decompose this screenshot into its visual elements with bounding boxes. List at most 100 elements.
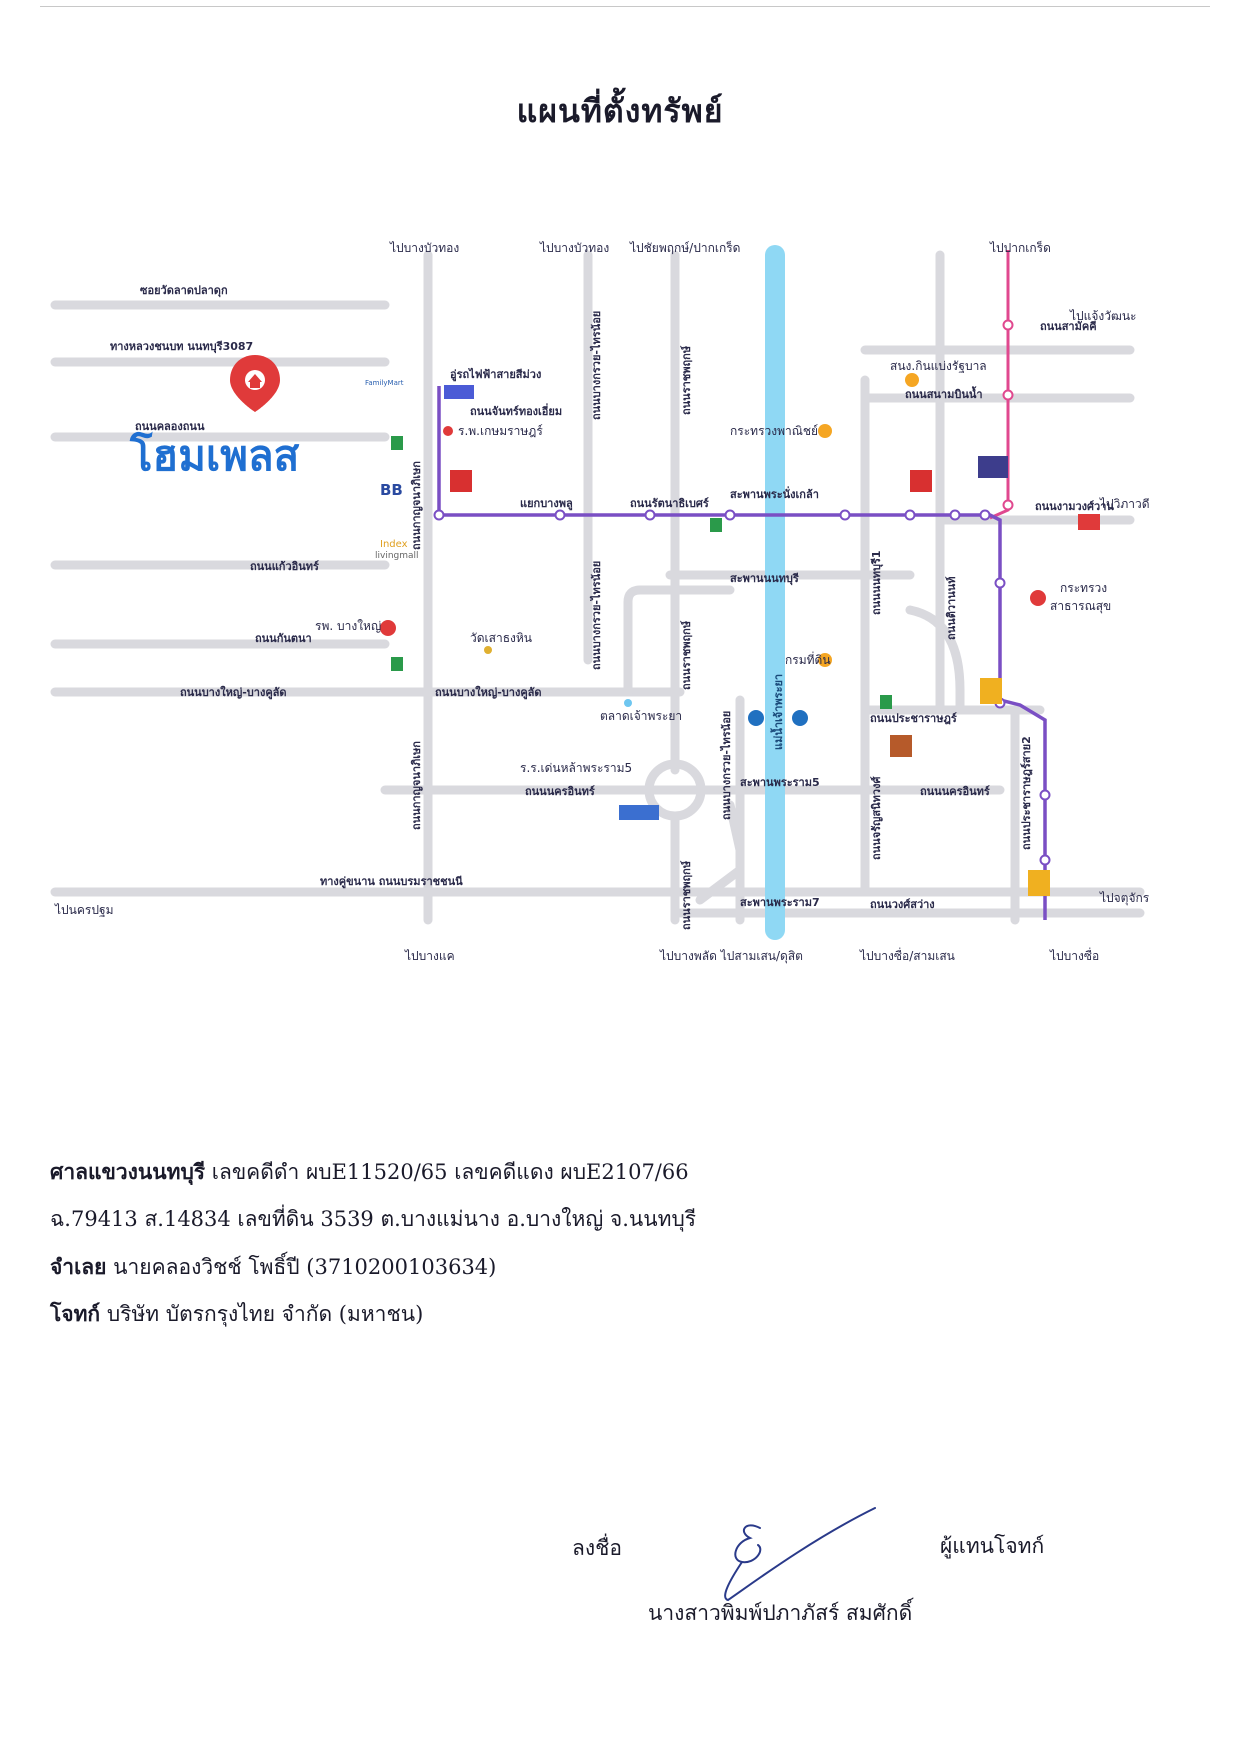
- label-wongsawang: ถนนวงศ์สว่าง: [870, 898, 935, 911]
- road-network: [50, 250, 1145, 925]
- label-vibhavadi: ไปวิภาวดี: [1099, 497, 1150, 511]
- label-pracharat-sai2: ถนนประชาราษฎร์สาย2: [1020, 736, 1033, 850]
- label-highway3087: ทางหลวงชนบท นนทบุรี3087: [110, 340, 253, 354]
- label-rattanathibet: ถนนรัตนาธิเบศร์: [630, 497, 709, 510]
- deed-line: ฉ.79413 ส.14834 เลขที่ดิน 3539 ต.บางแม่น…: [50, 1207, 697, 1231]
- cabinet-icon: [905, 373, 919, 387]
- label-school: ร.ร.เด่นหล้าพระราม5: [520, 761, 632, 775]
- label-ministry-health-1: กระทรวง: [1060, 581, 1107, 595]
- station: [724, 509, 736, 521]
- label-bangkruai-mid: ถนนบางกรวย-ไทรน้อย: [589, 561, 603, 670]
- label-ngamwongwan: ถนนงามวงศ์วาน: [1035, 500, 1114, 513]
- label-index-living: livingmall: [375, 551, 419, 561]
- label-charansanitwong: ถนนจรัญสนิทวงศ์: [870, 776, 883, 860]
- mrt-station-icon: [444, 385, 474, 399]
- central-icon: [450, 470, 472, 492]
- label-nakhon-pathom: ไปนครปฐม: [54, 903, 113, 917]
- station: [949, 509, 961, 521]
- land-dept-icon: [818, 653, 832, 667]
- label-river: แม่น้ำเจ้าพระยา: [770, 674, 785, 750]
- label-bangyai-mid: ถนนบางใหญ่-บางคูลัด: [435, 685, 542, 700]
- label-talat-chao-phraya: ตลาดเจ้าพระยา: [600, 709, 682, 723]
- label-saphan-phra-ram5: สะพานพระราม5: [740, 776, 820, 789]
- place-labels: ร.พ.เกษมราษฎร์ รพ. บางใหญ่ วัดเสาธงหิน ต…: [315, 359, 1111, 775]
- label-kanchanaphisek-top: ถนนกาญจนาภิเษก: [410, 461, 423, 550]
- seven-eleven-icon: [710, 518, 722, 532]
- lotus-icon: [978, 456, 1008, 478]
- brown-building-icon: [890, 735, 912, 757]
- ferry-icon: [792, 710, 808, 726]
- role-label: ผู้แทนโจทก์: [940, 1534, 1045, 1558]
- seven-eleven-icon: [391, 436, 403, 450]
- station: [554, 509, 566, 521]
- hospital-icon: [380, 620, 396, 636]
- page-title: แผนที่ตั้งทรัพย์: [516, 92, 724, 130]
- label-nonthaburi1: ถนนนนทบุรี1: [870, 550, 884, 615]
- label-ministry-commerce: กระทรวงพาณิชย์: [730, 424, 818, 438]
- station: [644, 509, 656, 521]
- station: [1039, 789, 1051, 801]
- label-tiwanon: ถนนติวานนท์: [945, 577, 958, 641]
- court-label: ศาลแขวงนนทบุรี: [50, 1159, 206, 1184]
- label-land-dept: กรมที่ดิน: [785, 651, 831, 667]
- label-chaengwattana: ไปแจ้งวัฒนะ: [1069, 309, 1137, 323]
- label-chatuchak: ไปจตุจักร: [1099, 891, 1150, 906]
- label-bb: BB: [380, 481, 403, 499]
- label-bang-bua-thong-2: ไปบางบัวทอง: [539, 241, 609, 255]
- station: [433, 509, 445, 521]
- label-khlong-thanon: ถนนคลองถนน: [135, 420, 205, 433]
- label-bang-phlat: ไปบางพลัด ไปสามเสน/ดุสิต: [659, 949, 803, 964]
- station: [1002, 319, 1014, 331]
- station: [1002, 499, 1014, 511]
- case-text: เลขคดีดำ ผบE11520/65 เลขคดีแดง ผบE2107/6…: [205, 1160, 689, 1184]
- poi-markers: [380, 373, 1100, 896]
- homepro-icon: [619, 805, 659, 820]
- label-sanambinnam: ถนนสนามบินน้ำ: [905, 386, 983, 401]
- label-pracharat: ถนนประชาราษฎร์: [870, 712, 957, 725]
- plaintiff-text: บริษัท บัตรกรุงไทย จำกัด (มหาชน): [100, 1302, 424, 1326]
- label-ratchaphruek-low: ถนนราชพฤกษ์: [680, 860, 693, 930]
- roundabout: [644, 759, 706, 821]
- label-yaek-bang-phlu: แยกบางพลู: [520, 497, 573, 511]
- edge-labels: ไปบางบัวทอง ไปบางบัวทอง ไปชัยพฤกษ์/ปากเก…: [54, 240, 1150, 964]
- label-bang-khae: ไปบางแค: [404, 949, 455, 963]
- brand-logo: โฮมเพลส: [129, 431, 300, 480]
- top-rule: [40, 6, 1210, 7]
- pink-stations: [1002, 319, 1014, 511]
- label-kanchana: ถนนกันตนา: [255, 632, 312, 645]
- signer-name: นางสาวพิมพ์ปภาภัสร์ สมศักดิ์: [648, 1601, 913, 1625]
- label-ratchaphruek-mid: ถนนราชพฤกษ์: [680, 620, 693, 690]
- label-saphan-nonthaburi: สะพานนนทบุรี: [730, 572, 799, 586]
- label-kanchanaphisek-low: ถนนกาญจนาภิเษก: [410, 741, 423, 830]
- seven-eleven-icon: [880, 695, 892, 709]
- label-bangkruai-low: ถนนบางกรวย-ไทรน้อย: [719, 711, 733, 820]
- label-ratchaphruek-top: ถนนราชพฤกษ์: [680, 345, 693, 415]
- big-c-icon: [1028, 870, 1050, 896]
- location-pin-icon: [230, 355, 280, 412]
- label-cabinet: สนง.กินแบ่งรัฐบาล: [890, 359, 987, 373]
- label-ministry-health-2: สาธารณสุข: [1050, 599, 1111, 614]
- road-labels: ซอยวัดลาดปลาดุก ทางหลวงชนบท นนทบุรี3087 …: [110, 284, 1114, 930]
- label-bangyai-left: ถนนบางใหญ่-บางคูลัด: [180, 685, 287, 700]
- label-bangkruai-top: ถนนบางกรวย-ไทรน้อย: [589, 311, 603, 420]
- plaintiff-label: โจทก์: [50, 1301, 101, 1326]
- label-hospital-kasem: ร.พ.เกษมราษฎร์: [458, 424, 543, 438]
- label-chaiyaphruek: ไปชัยพฤกษ์/ปากเกร็ด: [629, 240, 740, 255]
- label-index: Index: [380, 539, 408, 550]
- label-kaew-in: ถนนแก้วอินทร์: [250, 560, 319, 573]
- hospital-icon: [443, 426, 453, 436]
- label-mrt-station: อู่รถไฟฟ้าสายสีม่วง: [450, 367, 541, 382]
- label-samakkhi: ถนนสามัคคี: [1040, 320, 1097, 333]
- label-borommaratchachonnani: ทางคู่ขนาน ถนนบรมราชชนนี: [320, 875, 463, 889]
- label-pak-kret: ไปปากเกร็ด: [989, 240, 1051, 255]
- label-family-mart: FamilyMart: [365, 379, 404, 387]
- station: [979, 509, 991, 521]
- market-icon: [624, 699, 632, 707]
- defendant-label: จำเลย: [50, 1254, 107, 1279]
- station: [1002, 389, 1014, 401]
- station: [839, 509, 851, 521]
- ferry-icon: [748, 710, 764, 726]
- defendant-text: นายคลองวิชช์ โพธิ์ปี (3710200103634): [106, 1255, 497, 1279]
- label-nakhon-in: ถนนนครอินทร์: [525, 785, 595, 798]
- station: [1039, 854, 1051, 866]
